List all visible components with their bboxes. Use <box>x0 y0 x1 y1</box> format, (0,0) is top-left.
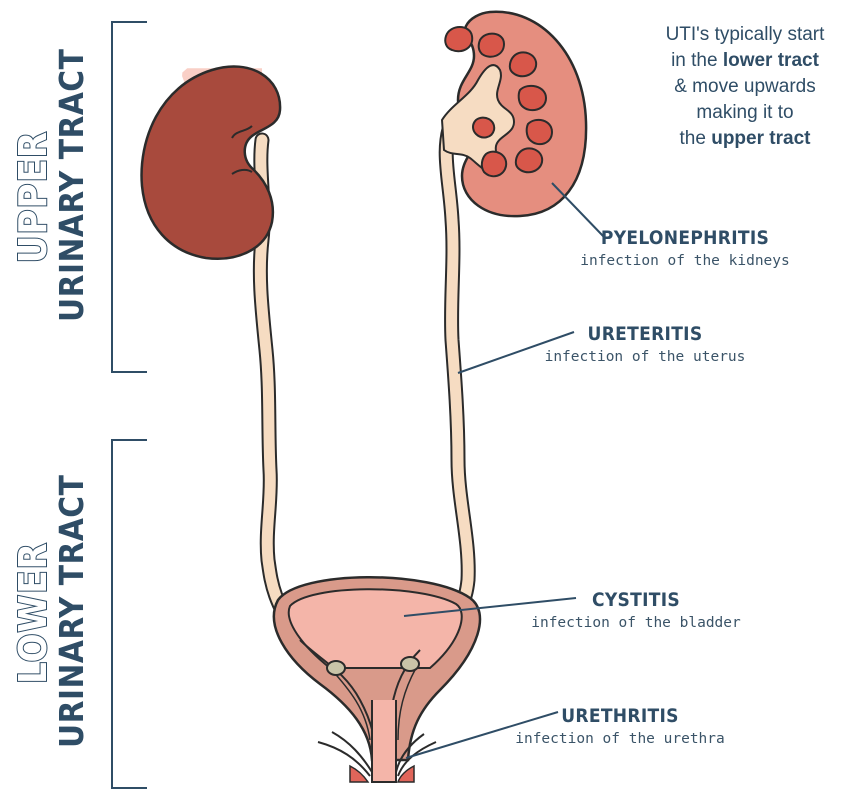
upper-title: UPPER <box>14 72 52 322</box>
bladder <box>274 577 480 782</box>
right-ureter <box>420 120 468 650</box>
pyelonephritis-label: PYELONEPHRITIS infection of the kidneys <box>540 226 830 272</box>
lower-subtitle: URINARY TRACT <box>52 478 92 748</box>
condition-name: CYSTITIS <box>486 588 786 612</box>
condition-desc: infection of the bladder <box>486 612 786 634</box>
lower-bracket <box>112 440 147 788</box>
urethritis-label: URETHRITIS infection of the urethra <box>470 704 770 750</box>
condition-name: PYELONEPHRITIS <box>540 226 830 250</box>
condition-desc: infection of the uterus <box>510 346 780 368</box>
condition-desc: infection of the urethra <box>470 728 770 750</box>
condition-name: URETERITIS <box>510 322 780 346</box>
ureteritis-label: URETERITIS infection of the uterus <box>510 322 780 368</box>
upper-subtitle: URINARY TRACT <box>52 72 92 322</box>
upper-bracket <box>112 22 147 372</box>
condition-desc: infection of the kidneys <box>540 250 830 272</box>
cystitis-label: CYSTITIS infection of the bladder <box>486 588 786 634</box>
lower-title: LOWER <box>14 478 52 748</box>
condition-name: URETHRITIS <box>470 704 770 728</box>
